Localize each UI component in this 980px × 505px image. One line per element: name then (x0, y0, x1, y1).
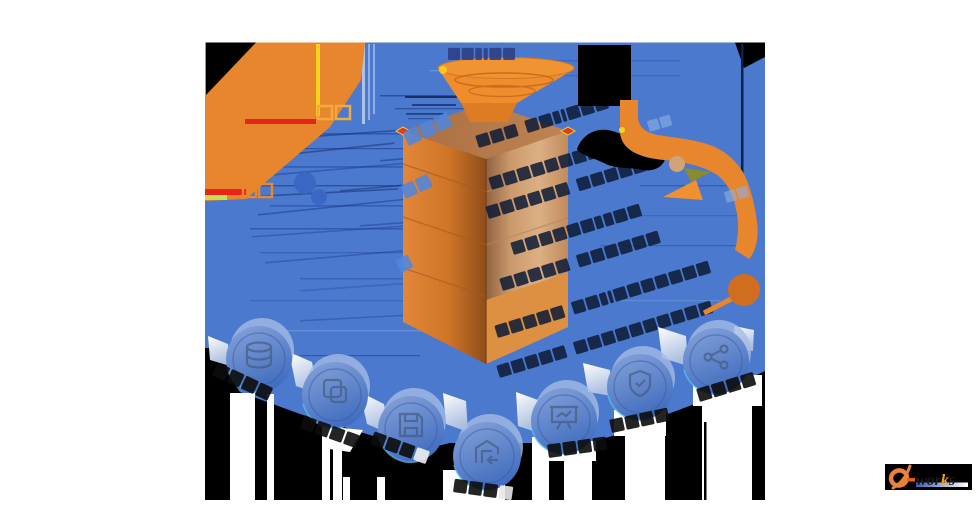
svg-text:works: works (916, 472, 955, 489)
